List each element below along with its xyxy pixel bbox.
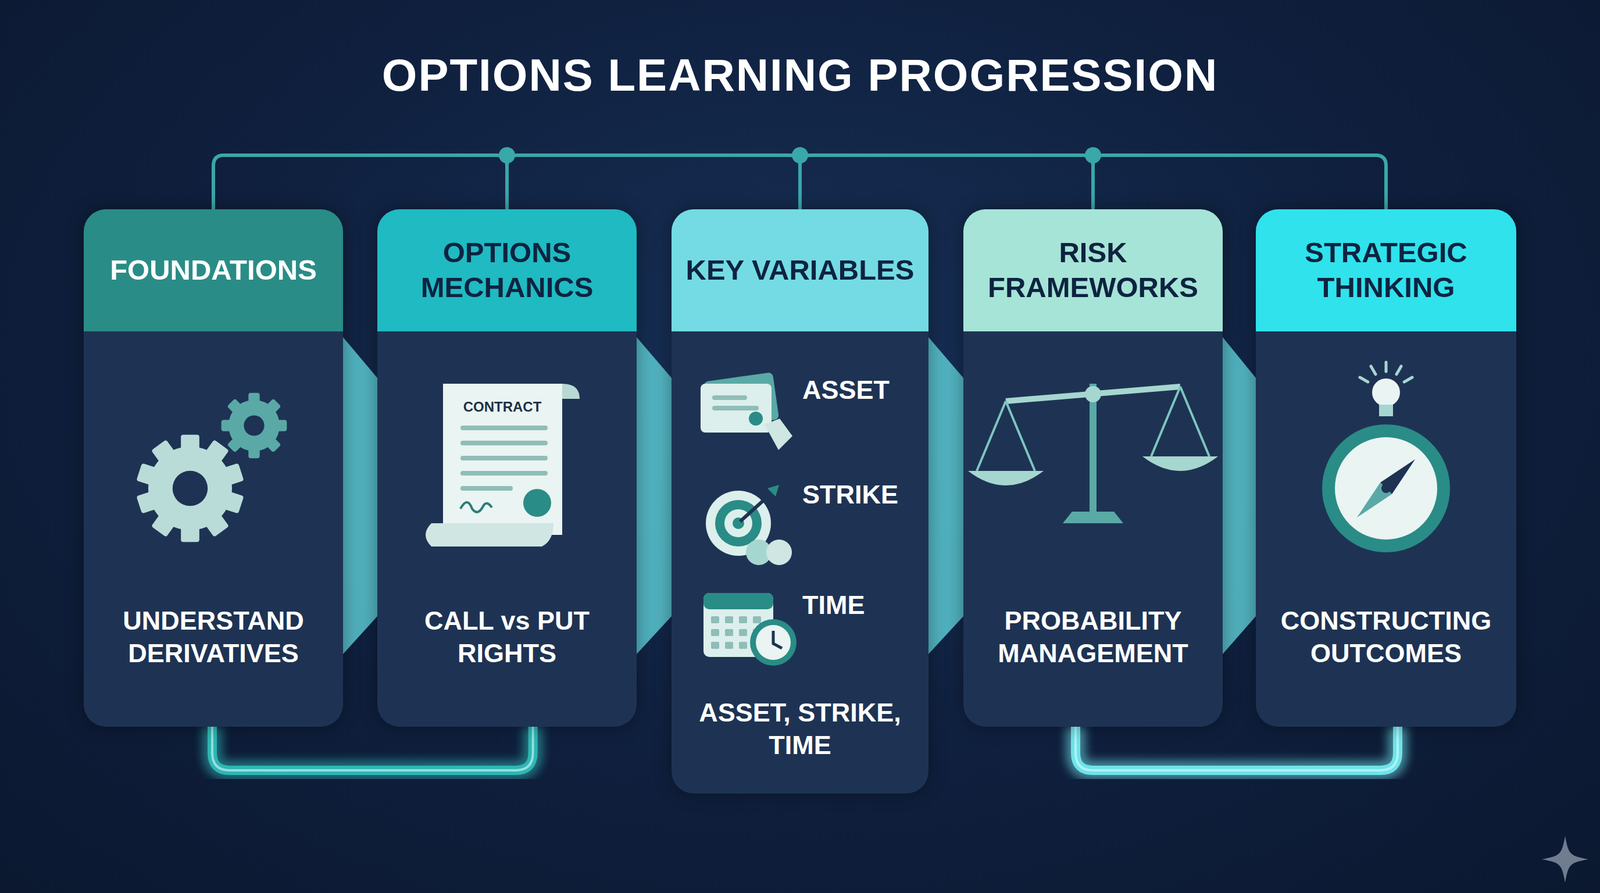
stage-card: OPTIONS MECHANICS CALL vs PUT RIGHTS CONTR… [377,209,637,727]
stage-card: KEY VARIABLES ASSET STRIKE TIME ASSET, STRIK… [671,209,929,794]
card-header: OPTIONS MECHANICS [377,209,637,332]
stage-heading: OPTIONS MECHANICS [377,235,637,306]
diagram-title: OPTIONS LEARNING PROGRESSION [0,48,1600,102]
stage-heading: FOUNDATIONS [101,252,325,288]
stage-caption: CALL vs PUT RIGHTS [386,604,628,671]
bus-junction [791,147,809,164]
stage-caption: PROBABILITY MANAGEMENT [972,604,1214,671]
bus-junction [1084,147,1102,164]
stage-caption: ASSET, STRIKE, TIME [680,696,920,763]
variable-item: TIME [802,590,866,621]
connector-highlight [1075,726,1398,771]
loop-connector [212,726,534,771]
card-header: KEY VARIABLES [671,209,929,332]
connector-glow [1075,726,1398,771]
card-header: FOUNDATIONS [83,209,344,332]
link-band [343,337,378,655]
card-header: RISK FRAMEWORKS [963,209,1223,332]
bus-junction [498,147,516,164]
variable-item: STRIKE [802,479,899,510]
stage-card: STRATEGIC THINKING CONSTRUCTING OUTCOMES [1255,209,1517,727]
connector-highlight [212,726,534,771]
connector-glow [212,726,534,771]
stage-caption: CONSTRUCTING OUTCOMES [1265,604,1507,671]
bus-connector [506,155,800,210]
stage-heading: STRATEGIC THINKING [1255,235,1517,306]
stage-card: RISK FRAMEWORKS PROBABILITY MANAGEMENT [963,209,1223,727]
stage-caption: UNDERSTAND DERIVATIVES [93,604,334,671]
bus-connector [800,155,1094,210]
bus-connector [213,155,507,210]
link-band [636,337,672,655]
link-band [1222,337,1256,655]
variable-item: ASSET [802,375,890,406]
card-header: STRATEGIC THINKING [1255,209,1517,332]
stage-heading: KEY VARIABLES [677,252,923,288]
loop-connector [1075,726,1398,771]
contract-label: CONTRACT [463,398,542,416]
watermark-star [1541,836,1589,883]
bus-connector [1093,155,1387,210]
stage-heading: RISK FRAMEWORKS [963,235,1223,306]
link-band [928,337,964,655]
stage-card: FOUNDATIONS UNDERSTAND DERIVATIVES [83,209,344,727]
